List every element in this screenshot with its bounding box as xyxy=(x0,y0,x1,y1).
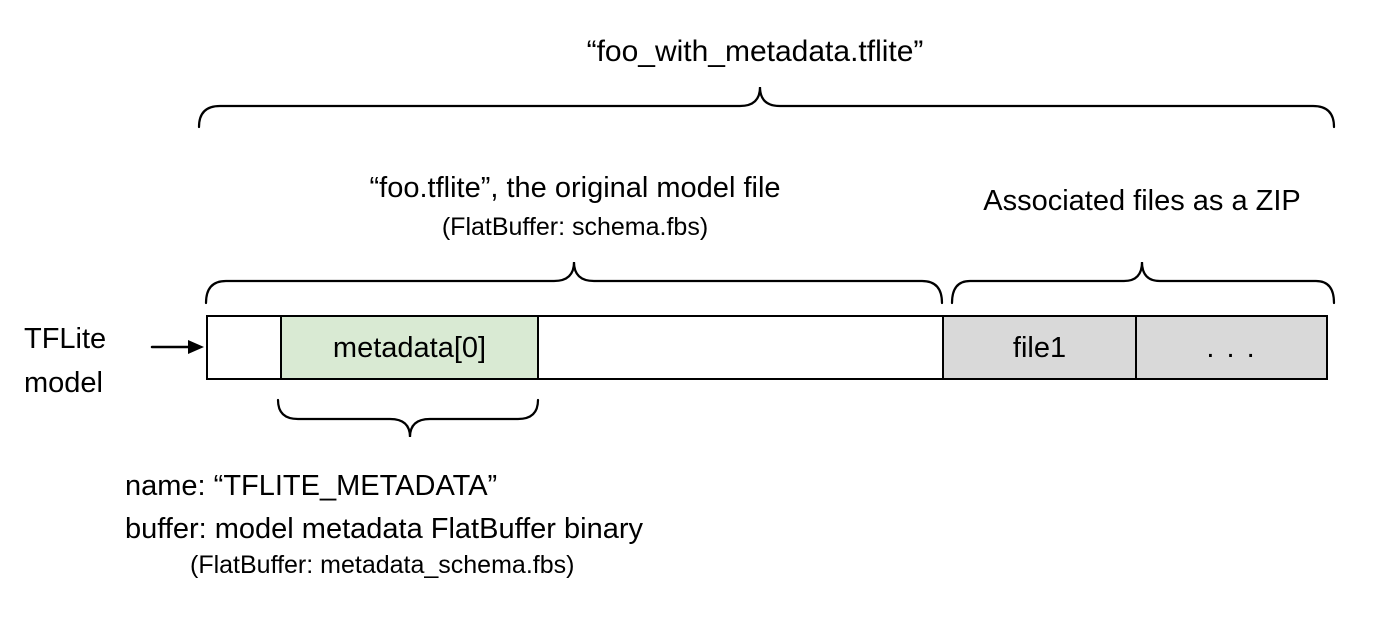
segment-metadata-0: metadata[0] xyxy=(280,317,537,378)
brace-metadata-annotation xyxy=(276,398,540,438)
original-model-heading: “foo.tflite”, the original model file xyxy=(369,172,781,204)
metadata-annotation-schema: (FlatBuffer: metadata_schema.fbs) xyxy=(190,551,575,579)
model-file-bar: metadata[0] file1 . . . xyxy=(206,315,1328,380)
segment-file1: file1 xyxy=(942,317,1135,378)
metadata-annotation-buffer: buffer: model metadata FlatBuffer binary xyxy=(125,513,643,545)
tflite-model-label-line1: TFLite xyxy=(24,323,107,355)
segment-label: . . . xyxy=(1206,331,1257,364)
tflite-model-label: TFLite model xyxy=(24,317,106,405)
arrow-head xyxy=(188,340,204,354)
metadata-annotation-name: name: “TFLITE_METADATA” xyxy=(125,470,498,502)
segment-more-files: . . . xyxy=(1135,317,1326,378)
original-model-subheading: (FlatBuffer: schema.fbs) xyxy=(441,213,709,241)
segment-model-body xyxy=(537,317,942,378)
brace-associated-files xyxy=(950,261,1336,305)
segment-label: file1 xyxy=(1012,331,1067,364)
brace-original-model xyxy=(204,261,944,305)
associated-files-heading: Associated files as a ZIP xyxy=(983,185,1301,217)
segment-leading-space xyxy=(208,317,280,378)
brace-full-file xyxy=(197,86,1336,129)
tflite-model-label-line2: model xyxy=(24,367,103,399)
segment-label: metadata[0] xyxy=(332,331,487,364)
diagram-title: “foo_with_metadata.tflite” xyxy=(586,35,924,68)
